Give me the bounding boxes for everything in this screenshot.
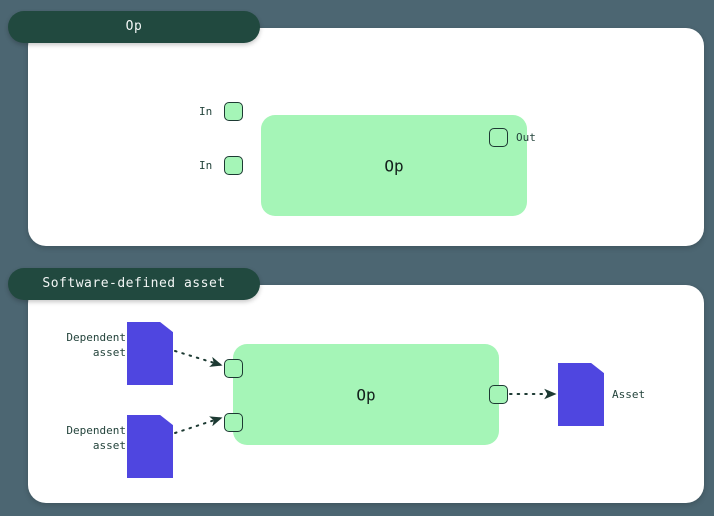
edge-dependent-asset-2-to-input-port-2 (174, 416, 223, 434)
asset-document-icon[interactable] (558, 363, 604, 426)
op-output-port-1-label: Out (516, 131, 536, 144)
dependent-asset-2-label: Dependent asset (66, 424, 126, 452)
sda-input-port-2[interactable] (224, 413, 243, 432)
op-box-top[interactable]: Op (261, 115, 527, 216)
op-output-port-1[interactable] (489, 128, 508, 147)
op-panel-header: Op (8, 11, 260, 43)
dependent-asset-2-icon[interactable] (127, 415, 173, 478)
op-input-port-1-label: In (199, 105, 213, 118)
dependent-asset-1-label: Dependent asset (66, 331, 126, 359)
op-input-port-2-label: In (199, 159, 213, 172)
op-box-label: Op (384, 156, 404, 175)
op-input-port-1[interactable] (224, 102, 243, 121)
software-defined-asset-panel-header: Software-defined asset (8, 268, 260, 300)
op-box-bottom[interactable]: Op (233, 344, 499, 445)
dependent-asset-1-icon[interactable] (127, 322, 173, 385)
op-input-port-2[interactable] (224, 156, 243, 175)
edge-dependent-asset-1-to-input-port-1 (174, 350, 223, 367)
op-box-bottom-label: Op (356, 385, 376, 404)
op-panel: Op (28, 28, 704, 246)
sda-output-port-1[interactable] (489, 385, 508, 404)
asset-label: Asset (612, 388, 646, 401)
sda-input-port-1[interactable] (224, 359, 243, 378)
